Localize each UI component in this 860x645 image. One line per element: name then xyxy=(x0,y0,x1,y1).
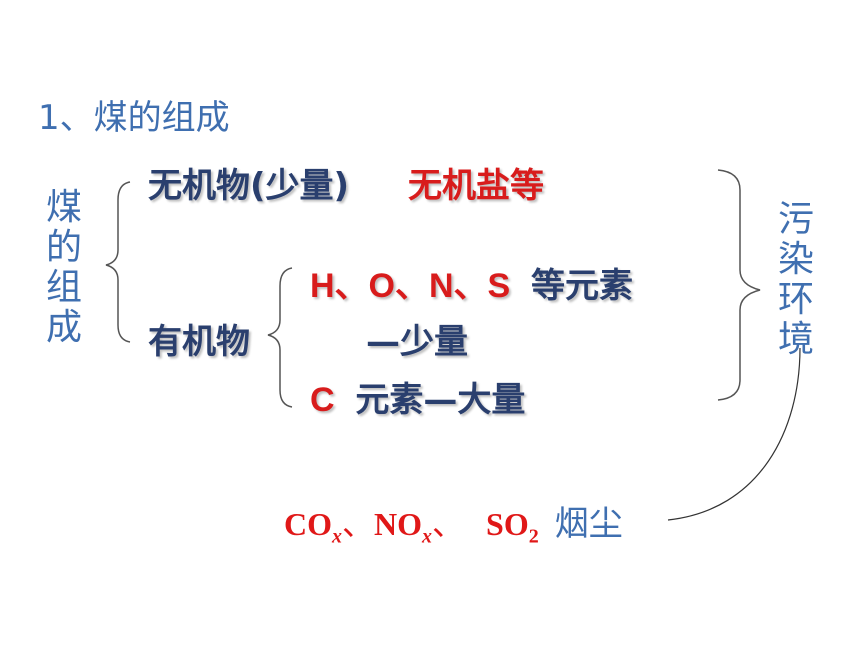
separator: 、 xyxy=(432,505,465,543)
pollute-environment-vertical-label: 污 染 环 境 xyxy=(776,200,816,360)
organic-brace xyxy=(267,267,293,408)
organic-label: 有机物 xyxy=(148,322,250,362)
minor-amount: —少量 xyxy=(366,322,468,362)
major-element-line: C 元素—大量 xyxy=(310,372,525,421)
inorganic-label: 无机物(少量) xyxy=(148,166,350,206)
nox-formula: NOx xyxy=(374,506,433,548)
right-vertical-char: 污 xyxy=(777,199,814,240)
left-vertical-char: 成 xyxy=(45,307,82,348)
right-vertical-char: 染 xyxy=(777,239,814,280)
minor-elements-line: H、O、N、S 等元素 xyxy=(310,258,633,307)
minor-element-symbols: H、O、N、S xyxy=(310,267,511,305)
right-vertical-char: 境 xyxy=(777,319,814,360)
inorganic-detail: 无机盐等 xyxy=(408,166,544,206)
left-vertical-char: 的 xyxy=(45,227,82,268)
left-vertical-char: 组 xyxy=(45,267,82,308)
pollutants-line: COx、NOx、 SO2 烟尘 xyxy=(284,496,623,548)
dust-label: 烟尘 xyxy=(554,504,623,544)
co-formula: COx xyxy=(284,506,342,548)
right-brace xyxy=(717,169,761,401)
major-element-suffix: 元素—大量 xyxy=(355,380,526,420)
right-vertical-char: 环 xyxy=(777,279,814,320)
left-brace xyxy=(105,181,131,343)
major-element-symbol: C xyxy=(310,381,335,419)
coal-composition-vertical-label: 煤 的 组 成 xyxy=(44,188,84,348)
page-title: 1、煤的组成 xyxy=(38,98,230,138)
left-vertical-char: 煤 xyxy=(45,187,82,228)
pollution-connector-curve xyxy=(667,347,801,521)
so2-formula: SO2 xyxy=(486,506,539,548)
separator: 、 xyxy=(342,505,375,543)
minor-elements-suffix: 等元素 xyxy=(531,266,634,306)
